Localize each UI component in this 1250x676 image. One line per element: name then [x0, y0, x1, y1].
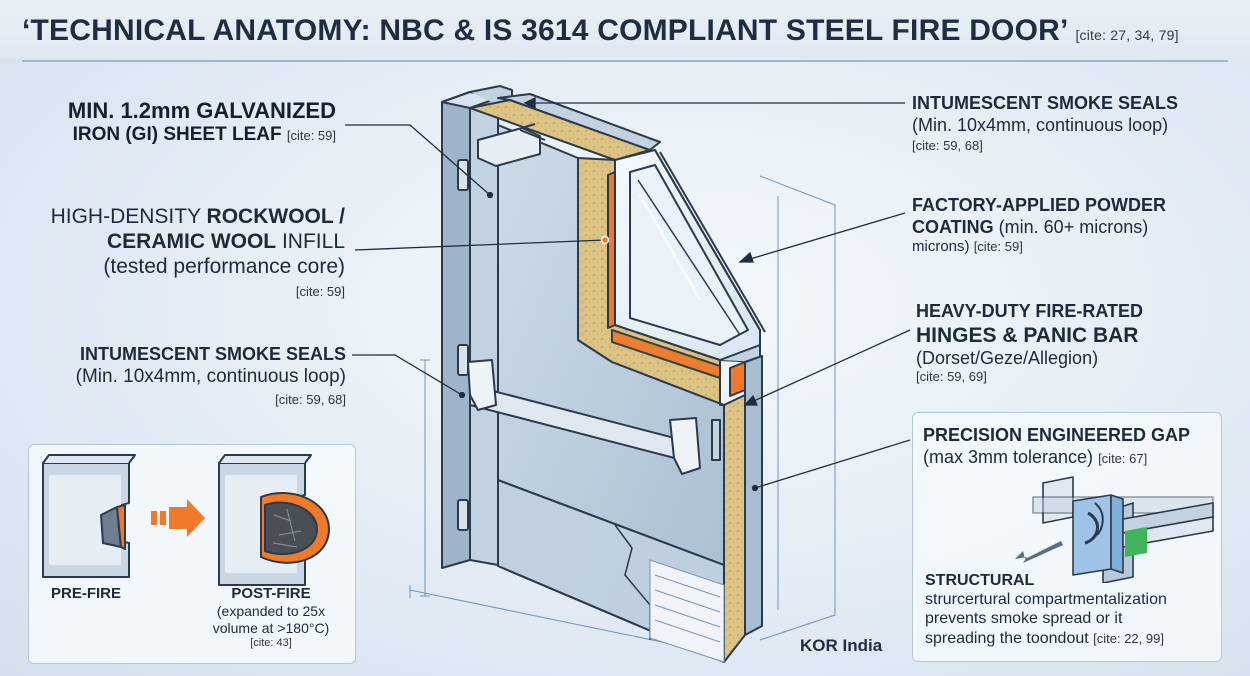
gap-detail-row: (max 3mm tolerance) [cite: 67] [923, 447, 1190, 469]
infill-cite: [cite: 59] [295, 283, 345, 299]
header-band [0, 0, 1250, 58]
post-fire-label-block: POST-FIRE (expanded to 25x volume at >18… [205, 585, 337, 650]
post-fire-graphic [218, 454, 330, 586]
gap-cite: [cite: 67] [1098, 450, 1148, 466]
gap-graphic [1015, 476, 1214, 583]
coating-line2: COATING (min. 60+ microns) [912, 217, 1166, 239]
post-fire-label: POST-FIRE [231, 585, 311, 602]
structural-line3-row: spreading the toondout [cite: 22, 99] [925, 629, 1167, 648]
pre-fire-graphic [42, 454, 136, 578]
infill-prefix: HIGH-DENSITY [50, 205, 207, 228]
post-fire-detail2: volume at >180°C) [212, 619, 330, 636]
structural-line1: strurcertural compartmentalization [925, 591, 1167, 609]
structural-title: STRUCTURAL [925, 572, 1035, 589]
brand-mark: KOR India [800, 636, 883, 655]
seals-left-cite: [cite: 59, 68] [275, 392, 346, 408]
title-cite: [cite: 27, 34, 79] [1075, 27, 1179, 43]
coating-line2-rest: (min. 60+ microns) [993, 216, 1149, 237]
infill-line1: HIGH-DENSITY ROCKWOOL / [30, 204, 345, 229]
hinges-line1: HEAVY-DUTY FIRE-RATED [916, 301, 1144, 321]
gi-sheet-line1: MIN. 1.2mm GALVANIZED [67, 98, 336, 123]
vision-panel [614, 149, 766, 363]
coating-line1: FACTORY-APPLIED POWDER [912, 195, 1167, 215]
panic-bar [467, 359, 721, 475]
page-title: ‘TECHNICAL ANATOMY: NBC & IS 3614 COMPLI… [22, 14, 1179, 48]
hinges-cite: [cite: 59, 69] [916, 369, 987, 385]
seal-comparison-panel: PRE-FIRE POST-FIRE (expanded to 25x volu… [28, 444, 356, 664]
gap-panel: PRECISION ENGINEERED GAP (max 3mm tolera… [912, 412, 1222, 662]
gi-sheet-label: MIN. 1.2mm GALVANIZED IRON (GI) SHEET LE… [44, 98, 336, 147]
infill-bold2: CERAMIC WOOL [106, 230, 277, 254]
seals-left-title: INTUMESCENT SMOKE SEALS [79, 344, 346, 364]
gap-detail: (max 3mm tolerance) [923, 446, 1094, 467]
structural-block: STRUCTURAL strurcertural compartmentaliz… [925, 571, 1167, 648]
infill-suffix: INFILL [276, 230, 345, 254]
infill-label: HIGH-DENSITY ROCKWOOL / CERAMIC WOOL INF… [30, 204, 345, 299]
seals-right-label: INTUMESCENT SMOKE SEALS (Min. 10x4mm, co… [912, 93, 1178, 154]
coating-line3: microns) [cite: 59] [912, 238, 1166, 256]
coating-line2-bold: COATING [912, 216, 994, 237]
gi-sheet-line2: IRON (GI) SHEET LEAF [72, 124, 282, 146]
expansion-arrow [151, 499, 205, 537]
structural-line3-cite: [cite: 22, 99] [1093, 630, 1164, 646]
infill-bold1: ROCKWOOL / [206, 205, 345, 228]
coating-line3-text: microns) [912, 238, 970, 256]
title-underline [22, 60, 1228, 62]
seals-right-detail: (Min. 10x4mm, continuous loop) [912, 114, 1169, 135]
post-fire-cite: [cite: 43] [250, 636, 292, 649]
infill-line2: CERAMIC WOOL INFILL [30, 229, 345, 254]
gap-title: PRECISION ENGINEERED GAP [923, 425, 1191, 445]
pre-fire-label: PRE-FIRE [51, 585, 122, 602]
seals-left-detail: (Min. 10x4mm, continuous loop) [75, 365, 346, 387]
gi-sheet-cite: [cite: 59] [286, 128, 336, 144]
title-text: ‘TECHNICAL ANATOMY: NBC & IS 3614 COMPLI… [22, 14, 1067, 47]
hinges-line2: HINGES & PANIC BAR [916, 323, 1139, 347]
coating-cite: [cite: 59] [973, 239, 1023, 255]
gi-sheet-line2-row: IRON (GI) SHEET LEAF [cite: 59] [44, 124, 336, 147]
wall-section [649, 559, 725, 663]
top-rail [469, 93, 661, 161]
post-fire-detail1: (expanded to 25x [216, 603, 326, 619]
leaf-edge [744, 355, 763, 636]
coating-label: FACTORY-APPLIED POWDER COATING (min. 60+… [912, 195, 1166, 256]
seals-right-cite: [cite: 59, 68] [912, 138, 983, 154]
door-closer [477, 123, 546, 167]
infill-line3: (tested performance core) [103, 255, 345, 279]
seal-comparison-graphic [42, 454, 330, 586]
hinges-label: HEAVY-DUTY FIRE-RATED HINGES & PANIC BAR… [916, 301, 1143, 385]
hinges-line3: (Dorset/Geze/Allegion) [916, 347, 1099, 368]
structural-line3: spreading the toondout [925, 629, 1089, 647]
gap-header: PRECISION ENGINEERED GAP (max 3mm tolera… [923, 425, 1190, 468]
seals-left-label: INTUMESCENT SMOKE SEALS (Min. 10x4mm, co… [28, 344, 346, 408]
leader-lines [345, 96, 911, 492]
seals-right-title: INTUMESCENT SMOKE SEALS [912, 93, 1179, 113]
structural-line2: prevents smoke spread or it [925, 610, 1123, 628]
